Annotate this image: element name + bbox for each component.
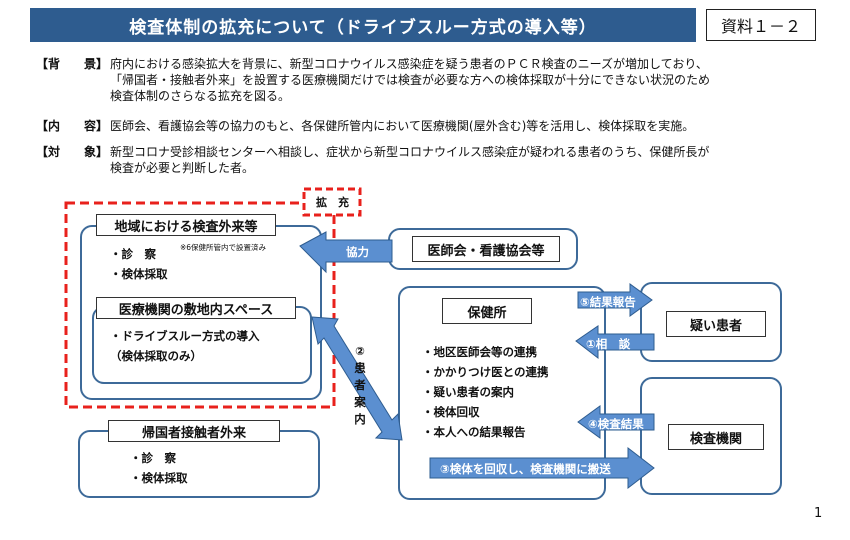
health-center-item: ・かかりつけ医との連携: [422, 365, 549, 379]
premises-space-box: [92, 306, 312, 384]
background-line: 検査体制のさらなる拡充を図る。: [110, 89, 291, 103]
regional-testing-title: 地域における検査外来等: [96, 214, 276, 236]
consult-label: ①相 談: [586, 337, 631, 351]
testing-lab-label: 検査機関: [668, 424, 764, 450]
result-report-arrow: [577, 283, 653, 317]
content-label: 【内 容】: [36, 119, 109, 133]
consult-arrow: [575, 325, 655, 360]
health-center-item: ・本人への結果報告: [422, 425, 526, 439]
target-label: 【対 象】: [36, 145, 109, 159]
patient-guide-char: ②: [355, 344, 365, 358]
target-line: 検査が必要と判断した者。: [110, 161, 255, 175]
background-section: 【背 景】 府内における感染拡大を背景に、新型コロナウイルス感染症を疑う患者のＰ…: [36, 56, 826, 104]
target-section: 【対 象】 新型コロナ受診相談センターへ相談し、症状から新型コロナウイルス感染症…: [36, 144, 826, 176]
collect-label: ③検体を回収し、検査機関に搬送: [440, 462, 611, 476]
expansion-dashed-border: [64, 201, 336, 409]
health-center-title: 保健所: [442, 298, 532, 324]
cooperation-label: 協力: [346, 245, 369, 259]
content-section: 【内 容】 医師会、看護協会等の協力のもと、各保健所管内において医療機関(屋外含…: [36, 118, 826, 134]
collect-arrow: [429, 446, 655, 490]
patient-guide-char: 案: [354, 395, 366, 409]
background-line: 「帰国者・接触者外来」を設置する医療機関だけでは検査が必要な方への検体採取が十分…: [110, 73, 711, 87]
background-label: 【背 景】: [36, 57, 109, 71]
regional-item-exam: ・診 察: [110, 247, 156, 261]
premises-space-title: 医療機関の敷地内スペース: [96, 297, 296, 319]
premises-item-drivethru: ・ドライブスルー方式の導入: [110, 329, 260, 343]
page-number: 1: [814, 506, 823, 521]
expansion-label-border: [302, 187, 362, 217]
patient-guide-char: 者: [354, 378, 366, 392]
regional-note: ※6保健所管内で設置済み: [180, 243, 267, 252]
association-label: 医師会・看護協会等: [412, 236, 560, 262]
test-result-arrow: [577, 405, 655, 439]
returnee-clinic-title: 帰国者接触者外来: [108, 420, 280, 442]
patient-guide-label: ② 患 者 案 内: [352, 343, 368, 428]
patient-guide-char: 患: [354, 361, 366, 375]
suspected-patient-label: 疑い患者: [666, 311, 766, 337]
content-line: 医師会、看護協会等の協力のもと、各保健所管内において医療機関(屋外含む)等を活用…: [110, 119, 695, 133]
test-result-label: ④検査結果: [588, 417, 644, 431]
returnee-item-exam: ・診 察: [130, 451, 176, 465]
regional-item-sampling: ・検体採取: [110, 267, 168, 281]
health-center-item: ・疑い患者の案内: [422, 385, 514, 399]
premises-item-sampling-only: （検体採取のみ）: [110, 349, 202, 363]
background-line: 府内における感染拡大を背景に、新型コロナウイルス感染症を疑う患者のＰＣＲ検査のニ…: [110, 57, 708, 71]
expansion-label: 拡 充: [316, 196, 349, 209]
returnee-item-sampling: ・検体採取: [130, 471, 188, 485]
cooperation-arrow: [299, 231, 393, 274]
patient-guide-arrow: [311, 316, 403, 441]
health-center-item: ・検体回収: [422, 405, 480, 419]
result-report-label: ⑤結果報告: [580, 295, 636, 309]
patient-guide-char: 内: [354, 412, 366, 426]
health-center-item: ・地区医師会等の連携: [422, 345, 537, 359]
page-title: 検査体制の拡充について（ドライブスルー方式の導入等）: [30, 8, 696, 42]
target-line: 新型コロナ受診相談センターへ相談し、症状から新型コロナウイルス感染症が疑われる患…: [110, 145, 710, 159]
document-reference: 資料１－２: [706, 9, 816, 41]
